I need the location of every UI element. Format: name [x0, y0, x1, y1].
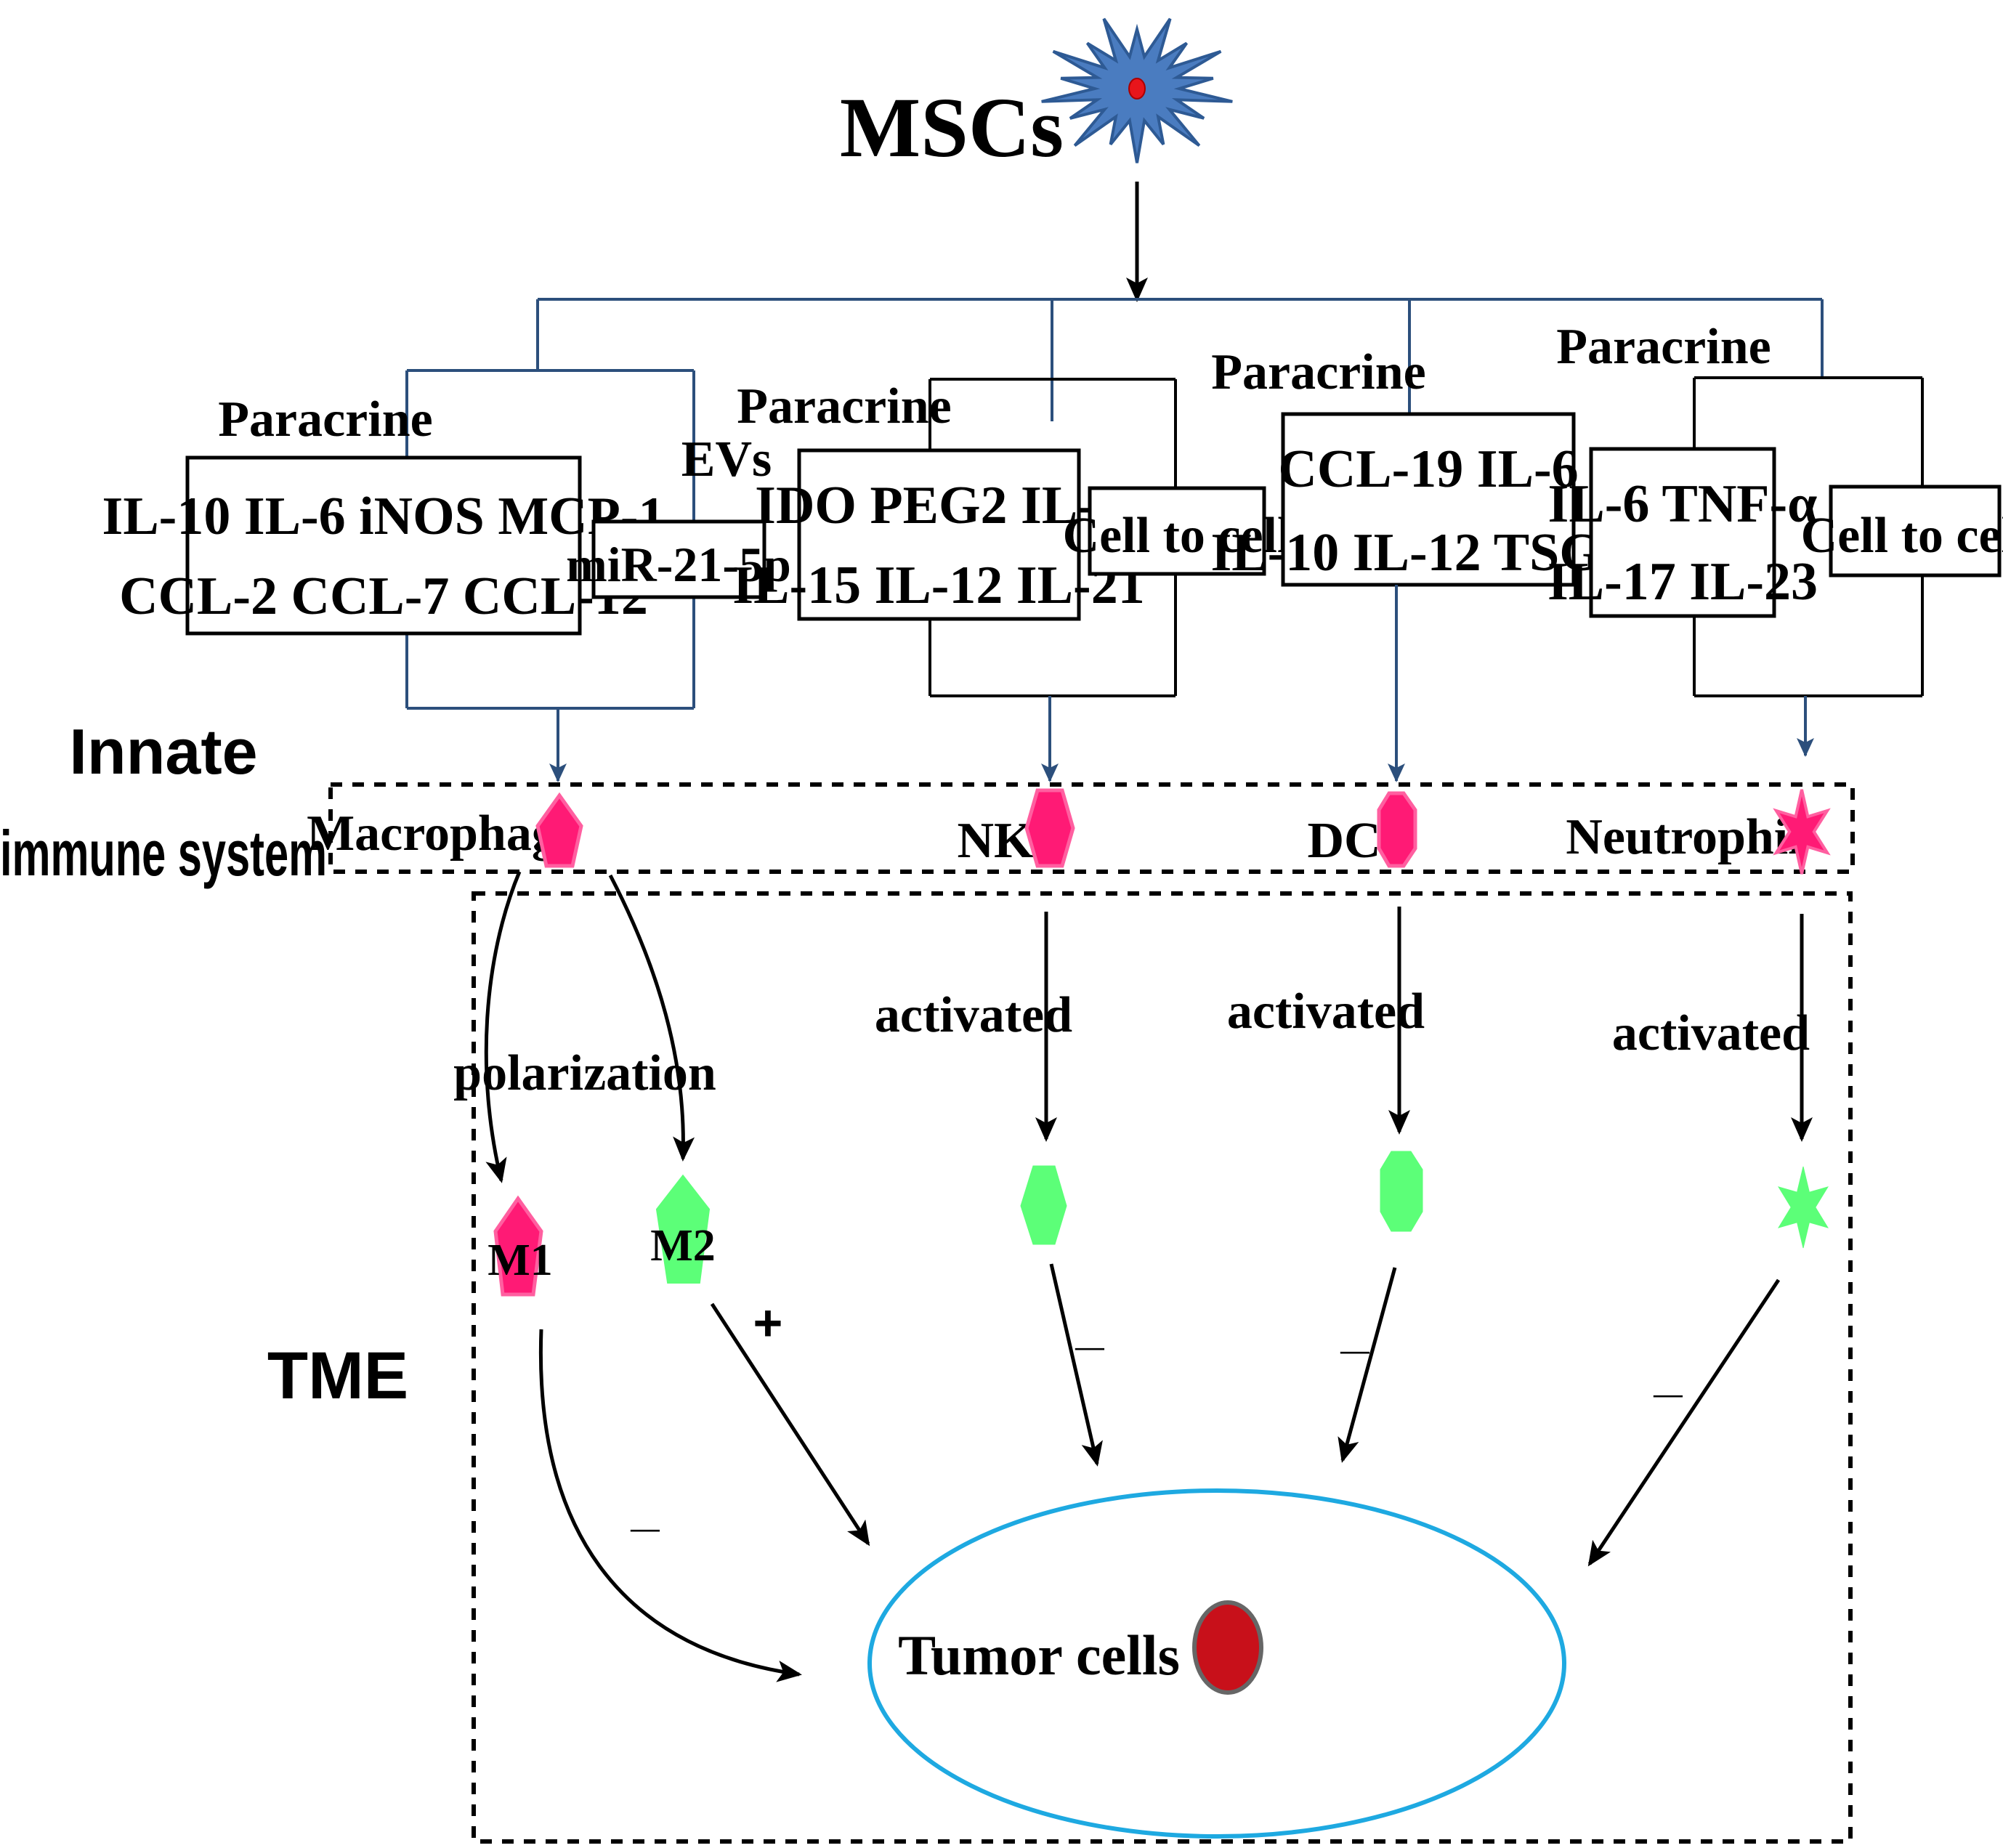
evs-factor-box	[591, 519, 766, 599]
dc-factors-line1: CCL-19 IL-6	[1278, 439, 1578, 499]
macrophage-cell-icon	[535, 792, 583, 868]
neutrophil-factors-line1: IL-6 TNF-α	[1548, 474, 1818, 534]
tumor-region-ellipse	[867, 1488, 1566, 1839]
msc-cell-icon	[1041, 17, 1233, 163]
nk-factors-line1: IDO PEG2 IL-2	[755, 476, 1122, 535]
innate-label-line1: Innate	[69, 716, 257, 787]
evs-factor-text: miR-21-5p	[566, 537, 791, 592]
neutrophil-group: Paracrine IL-6 TNF-α IL-17 IL-23 Cell to…	[1547, 319, 2003, 757]
neutrophil-cell-icon	[1773, 789, 1831, 875]
dc-to-tumor-arrow	[1338, 1267, 1397, 1463]
distribution-bus	[536, 298, 1824, 414]
neutrophil-factors-line2: IL-17 IL-23	[1547, 552, 1818, 612]
macrophage-factor-box	[185, 455, 582, 636]
neutrophil-to-tumor-arrow	[1587, 1278, 1781, 1567]
macrophage-paracrine-label: Paracrine	[218, 392, 432, 447]
m2-cell-icon	[655, 1174, 711, 1284]
macrophage-evs-label: EVs	[681, 431, 772, 487]
m2-label: M2	[650, 1221, 716, 1270]
macrophage-group: Paracrine EVs IL-10 IL-6 iNOS MCP-1 CCL-…	[102, 369, 791, 782]
m1-to-tumor-arrow	[538, 1329, 802, 1682]
nk-contact-box	[1088, 486, 1266, 576]
m1-label: M1	[487, 1236, 553, 1285]
m2-to-tumor-arrow	[710, 1302, 870, 1547]
neutrophil-factor-box	[1589, 447, 1776, 618]
dc-label: DC	[1307, 813, 1380, 869]
tme-label: TME	[267, 1339, 408, 1413]
neutrophil-contact-text: Cell to cell	[1801, 508, 2003, 564]
dc-paracrine-label: Paracrine	[1211, 344, 1425, 400]
activated-nk-icon	[1020, 1165, 1067, 1245]
dc-factors-line2: IL-10 IL-12 TSG-6	[1211, 523, 1646, 583]
neutrophil-paracrine-label: Paracrine	[1556, 319, 1771, 375]
dc-group: Paracrine CCL-19 IL-6 IL-10 IL-12 TSG-6	[1211, 344, 1646, 782]
tumor-cell-icon	[1192, 1600, 1263, 1695]
nk-label: NK	[958, 813, 1034, 869]
m1-polarization-arrow	[484, 871, 522, 1183]
tumor-cells-label: Tumor cells	[898, 1624, 1180, 1687]
dc-activated-label: activated	[1227, 984, 1425, 1040]
activated-dc-icon	[1380, 1151, 1423, 1232]
nk-factor-box	[797, 448, 1081, 621]
neutrophil-label: Neutrophil	[1566, 809, 1802, 865]
nk-cell-icon	[1024, 788, 1075, 868]
nk-factors-line2: IL-15 IL-12 IL-21	[732, 556, 1144, 615]
activated-neutrophil-icon	[1778, 1166, 1829, 1249]
macrophage-label: Macrophage	[307, 806, 580, 862]
m1-effect-sign: _	[631, 1480, 660, 1536]
neutrophil-effect-sign: _	[1654, 1345, 1683, 1402]
nk-contact-text: Cell to cell	[1063, 508, 1292, 564]
neutrophil-activated-label: activated	[1612, 1005, 1810, 1061]
nk-paracrine-label: Paracrine	[737, 378, 951, 434]
nk-effect-sign: _	[1075, 1298, 1105, 1355]
polarization-label: polarization	[453, 1045, 716, 1101]
neutrophil-contact-box	[1829, 485, 2002, 578]
macrophage-factors-line1: IL-10 IL-6 iNOS MCP-1	[102, 487, 665, 546]
m2-polarization-arrow	[608, 874, 695, 1162]
m2-effect-sign: +	[753, 1294, 783, 1351]
macrophage-factors-line2: CCL-2 CCL-7 CCL-12	[119, 567, 648, 626]
nk-to-tumor-arrow	[1049, 1263, 1103, 1467]
dc-cell-icon	[1377, 791, 1417, 868]
nk-group: Paracrine IDO PEG2 IL-2 IL-15 IL-12 IL-2…	[732, 378, 1292, 782]
dc-factor-box	[1281, 412, 1576, 587]
msc-title: MSCs	[840, 80, 1064, 175]
dc-effect-sign: _	[1340, 1302, 1370, 1358]
innate-label-line2: immune system	[0, 817, 327, 889]
nk-activated-label: activated	[875, 987, 1072, 1043]
tme-dashed-box	[472, 891, 1853, 1844]
m1-cell-icon	[493, 1195, 543, 1297]
